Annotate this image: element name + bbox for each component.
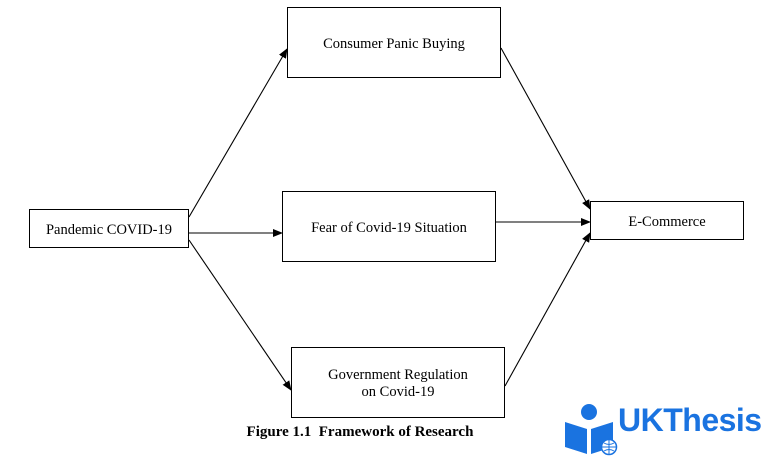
arrow-panic-buying-to-e-commerce bbox=[500, 47, 591, 210]
node-fear-of-covid-19: Fear of Covid-19 Situation bbox=[282, 191, 496, 262]
node-government-regulation-label-line1: Government Regulation bbox=[328, 367, 468, 383]
arrow-government-to-e-commerce bbox=[504, 232, 591, 387]
node-pandemic-covid-19: Pandemic COVID-19 bbox=[29, 209, 189, 248]
node-e-commerce: E-Commerce bbox=[590, 201, 744, 240]
reader-book-icon bbox=[565, 404, 618, 456]
node-government-regulation: Government Regulation on Covid-19 bbox=[291, 347, 505, 418]
node-fear-of-covid-19-label: Fear of Covid-19 Situation bbox=[311, 220, 468, 236]
figure-caption: Figure 1.1 Framework of Research bbox=[246, 424, 474, 440]
node-e-commerce-label: E-Commerce bbox=[628, 214, 705, 230]
arrow-pandemic-to-government bbox=[188, 239, 292, 391]
node-pandemic-covid-19-label: Pandemic COVID-19 bbox=[46, 222, 172, 238]
ukthesis-logo: UKThesis bbox=[562, 402, 772, 456]
node-government-regulation-label-line2: on Covid-19 bbox=[362, 384, 435, 400]
ukthesis-logo-text: UKThesis bbox=[618, 402, 762, 438]
node-consumer-panic-buying: Consumer Panic Buying bbox=[287, 7, 501, 78]
arrow-pandemic-to-panic-buying bbox=[188, 48, 288, 218]
node-consumer-panic-buying-label: Consumer Panic Buying bbox=[323, 36, 465, 52]
